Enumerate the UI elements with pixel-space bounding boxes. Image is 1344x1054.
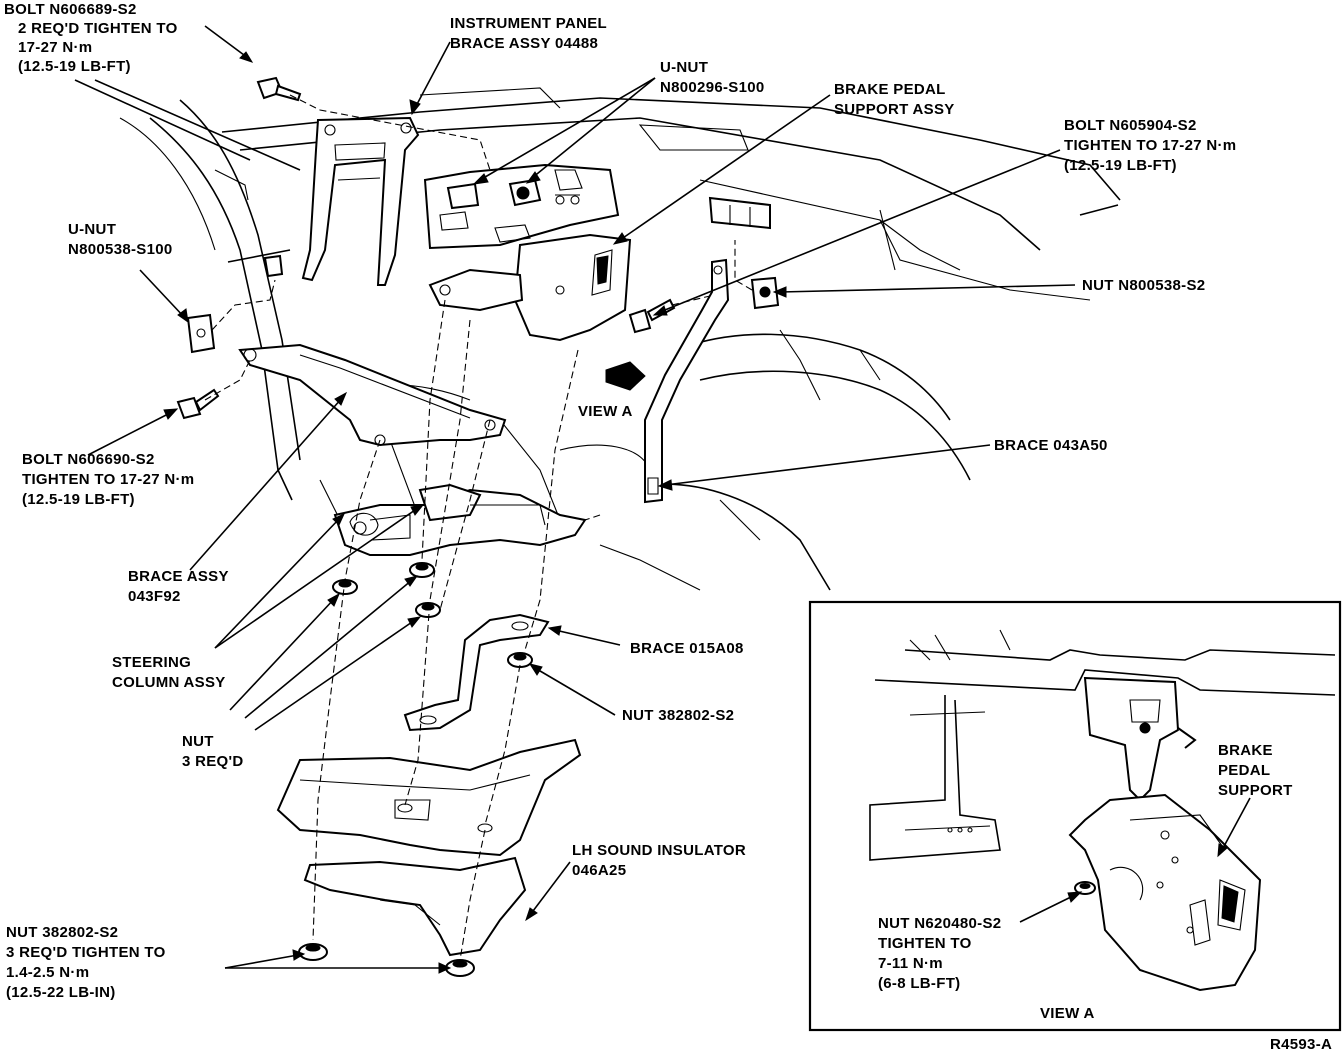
label-steering-column-assy: STEERING COLUMN ASSY bbox=[112, 654, 226, 691]
view-a-arrow-icon bbox=[605, 361, 646, 391]
label-unut-n800296: U-NUT N800296-S100 bbox=[660, 59, 765, 96]
nut-n800538-s2-icon bbox=[708, 196, 780, 310]
leader-lines bbox=[74, 25, 1076, 974]
nut-bottom-icons bbox=[298, 803, 493, 977]
vehicle-body-structure bbox=[119, 87, 1121, 591]
bolt-n606689-icon bbox=[256, 76, 302, 102]
unut-n800538-icon bbox=[186, 254, 284, 354]
steering-column-assy bbox=[333, 483, 587, 556]
unut-n800296-icon bbox=[446, 178, 542, 210]
label-brace-015a08: BRACE 015A08 bbox=[630, 640, 744, 657]
callout-labels: BOLT N606689-S2 2 REQ'D TIGHTEN TO 17-27… bbox=[4, 1, 1332, 1053]
brace-043a50 bbox=[644, 258, 730, 504]
label-nut-382802: NUT 382802-S2 bbox=[622, 707, 734, 724]
label-unut-n800538: U-NUT N800538-S100 bbox=[68, 221, 173, 258]
label-inset-brake-pedal-support: BRAKE PEDAL SUPPORT bbox=[1218, 742, 1293, 799]
label-brake-pedal-support-assy: BRAKE PEDAL SUPPORT ASSY bbox=[834, 81, 955, 118]
assembly-centerlines bbox=[204, 94, 753, 961]
label-brace-043a50: BRACE 043A50 bbox=[994, 437, 1108, 454]
label-lh-sound-insulator: LH SOUND INSULATOR 046A25 bbox=[572, 842, 750, 879]
instrument-panel-brace bbox=[301, 116, 420, 286]
label-bolt-n606689: BOLT N606689-S2 2 REQ'D TIGHTEN TO 17-27… bbox=[4, 1, 182, 75]
lh-sound-insulator bbox=[276, 738, 582, 957]
label-inset-title-view-a: VIEW A bbox=[1040, 1005, 1095, 1022]
label-bolt-n606690: BOLT N606690-S2 TIGHTEN TO 17-27 N·m (12… bbox=[22, 451, 199, 508]
brake-pedal-support-assy bbox=[428, 233, 632, 342]
label-nut-3-reqd: NUT 3 REQ'D bbox=[182, 733, 244, 770]
bolt-n605904-icon bbox=[628, 298, 676, 334]
label-nut-382802-bottom: NUT 382802-S2 3 REQ'D TIGHTEN TO 1.4-2.5… bbox=[6, 924, 170, 1001]
label-brace-assy-043f92: BRACE ASSY 043F92 bbox=[128, 568, 233, 605]
nut-382802-icon bbox=[507, 652, 533, 668]
label-view-a-arrow: VIEW A bbox=[578, 403, 633, 420]
bolt-n606690-icon bbox=[176, 388, 220, 420]
label-bolt-n605904: BOLT N605904-S2 TIGHTEN TO 17-27 N·m (12… bbox=[1064, 117, 1241, 174]
label-figure-id: R4593-A bbox=[1270, 1036, 1332, 1053]
label-nut-n800538-s2: NUT N800538-S2 bbox=[1082, 277, 1205, 294]
brace-015a08 bbox=[403, 613, 550, 732]
inset-frame bbox=[808, 600, 1342, 1032]
label-instrument-panel-brace: INSTRUMENT PANEL BRACE ASSY 04488 bbox=[450, 15, 611, 52]
nut-3-reqd-icon bbox=[332, 562, 441, 618]
brace-assy-043f92 bbox=[238, 343, 507, 447]
fasteners bbox=[176, 76, 780, 977]
label-inset-nut-n620480: NUT N620480-S2 TIGHTEN TO 7-11 N·m (6-8 … bbox=[878, 915, 1006, 992]
view-a-inset bbox=[808, 600, 1342, 1032]
